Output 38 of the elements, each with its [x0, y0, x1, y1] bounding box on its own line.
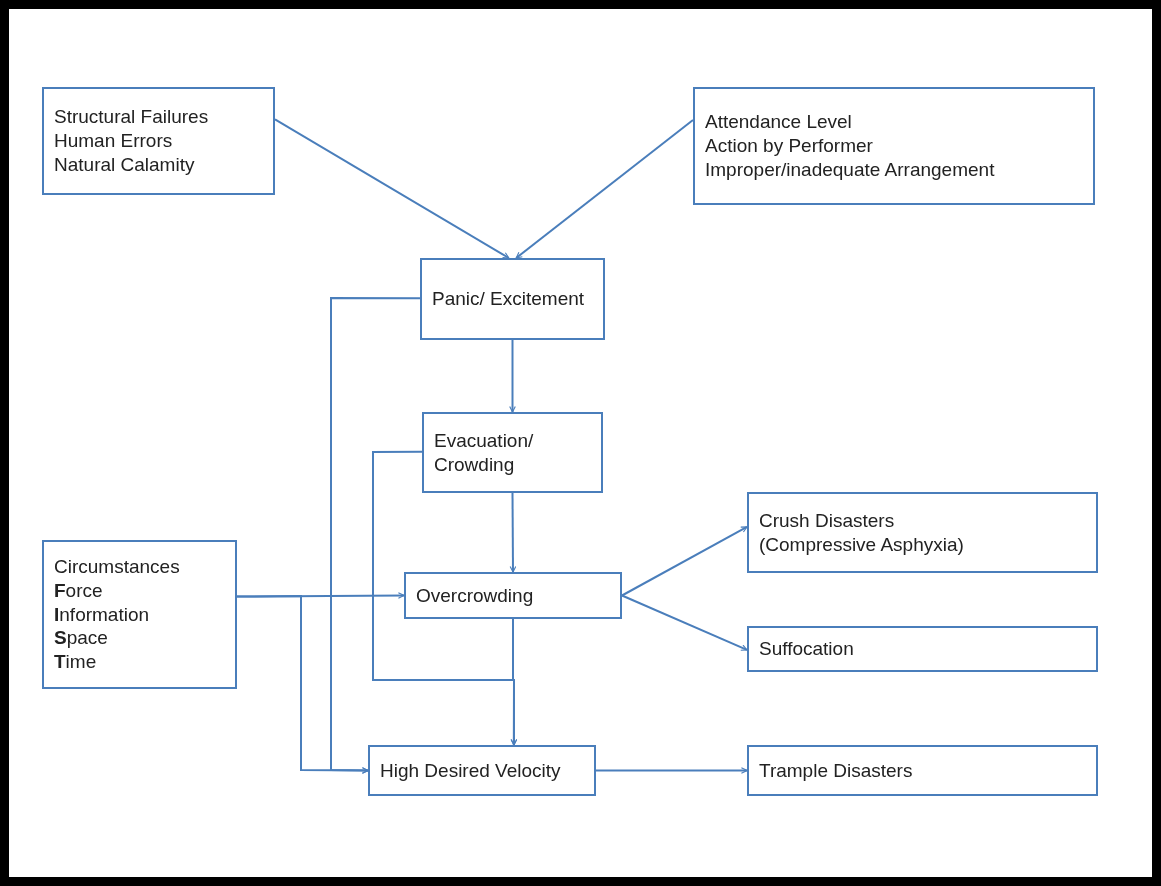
node-text: Information	[54, 602, 151, 627]
arrow	[274, 118, 510, 259]
outcome-box	[747, 492, 1098, 573]
node-text: Human Errors	[54, 129, 174, 153]
node-text: Space	[54, 626, 109, 651]
process-box	[368, 745, 596, 796]
arrow	[330, 297, 421, 774]
cause-box	[42, 87, 275, 195]
process-box	[420, 258, 605, 340]
node-text: (Compressive Asphyxia)	[759, 532, 965, 557]
arrow	[515, 119, 694, 259]
process-box	[404, 572, 622, 619]
cause-box	[693, 87, 1095, 205]
node-text: Trample Disasters	[759, 758, 914, 783]
node-text: Overcrowding	[416, 583, 535, 608]
node-text: Improper/inadequate Arrangement	[705, 157, 996, 182]
outcome-box	[747, 745, 1098, 796]
arrow	[509, 492, 517, 573]
node-text: Time	[54, 650, 98, 674]
node-text: Suffocation	[759, 637, 855, 661]
node-text: Circumstances	[54, 555, 181, 579]
node-text: Evacuation/ Crowding	[434, 428, 535, 477]
arrow	[621, 525, 748, 597]
arrow	[510, 618, 518, 746]
node-text: Action by Performer	[705, 134, 874, 158]
outcome-box	[747, 626, 1098, 672]
node-text: High Desired Velocity	[380, 758, 562, 783]
node-text: Panic/ Excitement	[432, 287, 586, 311]
process-box	[422, 412, 603, 493]
node-text: Structural Failures	[54, 105, 210, 130]
arrow	[595, 767, 748, 774]
node-text: Natural Calamity	[54, 152, 196, 177]
arrow	[509, 339, 516, 413]
node-text: Crush Disasters	[759, 508, 896, 533]
arrow	[621, 594, 748, 651]
node-text: Attendance Level	[705, 110, 853, 135]
node-text: Force	[54, 578, 104, 603]
factor-box	[42, 540, 237, 689]
